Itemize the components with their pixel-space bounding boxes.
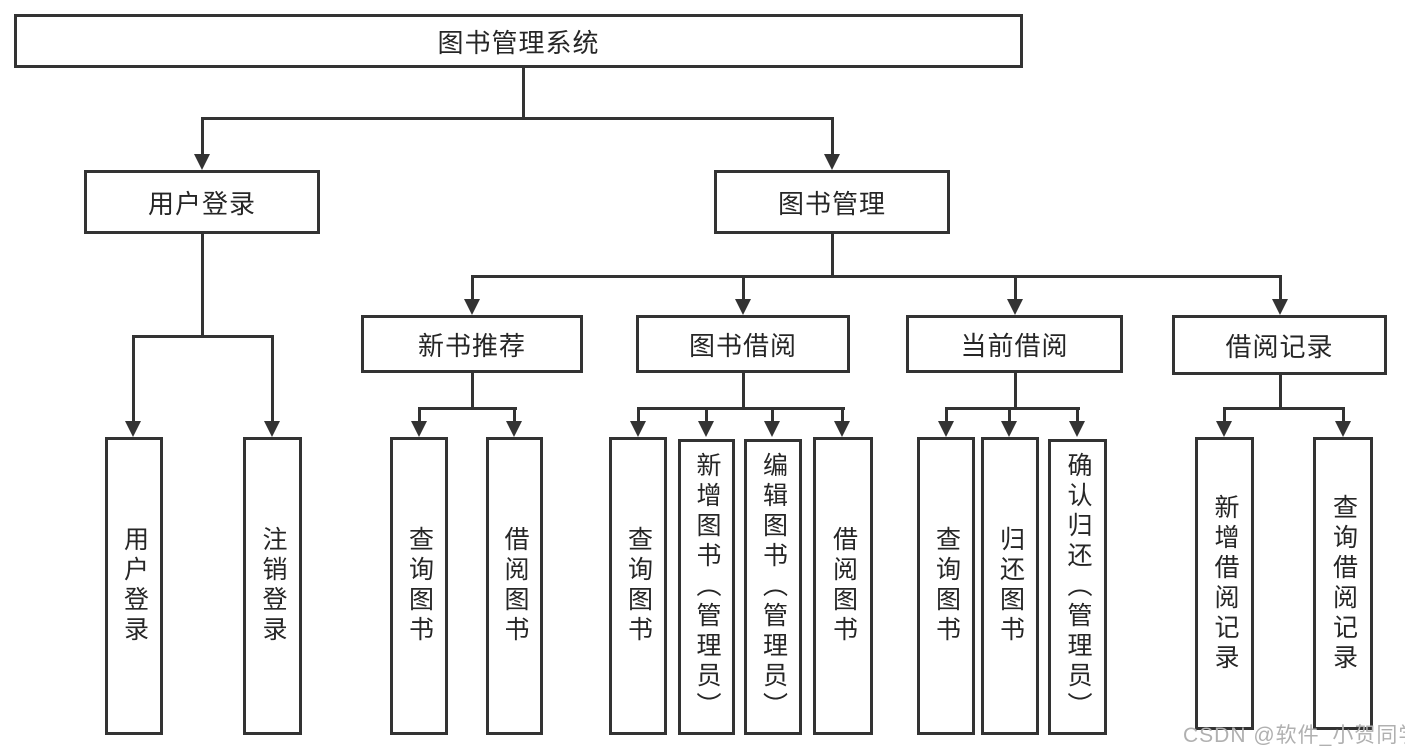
node-new-book-recommend-label: 新书推荐 — [417, 330, 526, 361]
node-library-system: 图书管理系统 — [14, 14, 1023, 68]
connector-line — [831, 117, 834, 154]
connector-line — [945, 407, 948, 421]
node-book-borrow-label: 图书借阅 — [688, 330, 797, 361]
leaf-borrow-books-recommend-label: 借阅图书 — [501, 526, 529, 646]
connector-line — [471, 275, 1282, 278]
connector-line — [418, 407, 421, 421]
connector-line — [1008, 407, 1011, 421]
arrowhead-icon — [125, 421, 141, 437]
arrowhead-icon — [938, 421, 954, 437]
arrowhead-icon — [411, 421, 427, 437]
watermark-text: CSDN @软件_小贺同学 — [1183, 724, 1405, 747]
leaf-logout: 注销登录 — [243, 437, 302, 735]
leaf-confirm-return-admin-label: 确认归还（管理员） — [1064, 452, 1092, 722]
node-user-login-label: 用户登录 — [147, 188, 256, 219]
arrowhead-icon — [1007, 299, 1023, 315]
leaf-borrow-books-borrow: 借阅图书 — [813, 437, 873, 735]
leaf-query-books-current-label: 查询图书 — [932, 526, 961, 646]
leaf-borrow-books-borrow-label: 借阅图书 — [829, 526, 858, 646]
connector-line — [201, 234, 204, 338]
leaf-add-book-admin: 新增图书（管理员） — [678, 439, 735, 735]
connector-line — [742, 373, 745, 410]
node-borrow-records: 借阅记录 — [1172, 315, 1387, 375]
node-book-management-label: 图书管理 — [777, 188, 886, 219]
connector-line — [1279, 275, 1282, 299]
arrowhead-icon — [1001, 421, 1017, 437]
connector-line — [1279, 375, 1282, 410]
arrowhead-icon — [506, 421, 522, 437]
leaf-edit-book-admin-label: 编辑图书（管理员） — [759, 452, 788, 722]
connector-line — [1014, 373, 1017, 410]
leaf-user-login-label: 用户登录 — [120, 526, 149, 646]
arrowhead-icon — [1069, 421, 1085, 437]
arrowhead-icon — [630, 421, 646, 437]
connector-line — [1342, 407, 1345, 421]
arrowhead-icon — [1335, 421, 1351, 437]
connector-line — [201, 117, 834, 120]
connector-line — [471, 275, 474, 299]
leaf-edit-book-admin: 编辑图书（管理员） — [744, 439, 802, 735]
leaf-query-borrow-record: 查询借阅记录 — [1313, 437, 1373, 730]
node-current-borrow: 当前借阅 — [906, 315, 1123, 373]
leaf-query-borrow-record-label: 查询借阅记录 — [1329, 493, 1358, 674]
connector-line — [522, 68, 525, 120]
connector-line — [1076, 407, 1079, 421]
node-library-system-label: 图书管理系统 — [437, 27, 600, 58]
connector-line — [771, 407, 774, 421]
node-book-borrow: 图书借阅 — [636, 315, 850, 373]
connector-line — [132, 335, 135, 421]
leaf-add-borrow-record: 新增借阅记录 — [1195, 437, 1254, 730]
leaf-query-books-recommend: 查询图书 — [390, 437, 448, 735]
arrowhead-icon — [1216, 421, 1232, 437]
connector-line — [841, 407, 844, 421]
leaf-return-book: 归还图书 — [981, 437, 1039, 735]
node-borrow-records-label: 借阅记录 — [1225, 331, 1334, 362]
connector-line — [201, 117, 204, 154]
node-book-management: 图书管理 — [714, 170, 950, 234]
connector-line — [1223, 407, 1226, 421]
leaf-confirm-return-admin: 确认归还（管理员） — [1048, 439, 1107, 735]
connector-line — [705, 407, 708, 421]
connector-line — [418, 407, 517, 410]
leaf-user-login: 用户登录 — [105, 437, 163, 735]
node-user-login: 用户登录 — [84, 170, 320, 234]
node-current-borrow-label: 当前借阅 — [960, 330, 1069, 361]
connector-line — [742, 275, 745, 299]
connector-line — [1223, 407, 1345, 410]
connector-line — [637, 407, 845, 410]
leaf-logout-label: 注销登录 — [259, 526, 287, 646]
connector-line — [637, 407, 640, 421]
arrowhead-icon — [764, 421, 780, 437]
connector-line — [132, 335, 274, 338]
connector-line — [831, 234, 834, 278]
arrowhead-icon — [264, 421, 280, 437]
leaf-borrow-books-recommend: 借阅图书 — [486, 437, 543, 735]
leaf-add-borrow-record-label: 新增借阅记录 — [1211, 493, 1239, 674]
arrowhead-icon — [698, 421, 714, 437]
leaf-return-book-label: 归还图书 — [996, 526, 1025, 646]
connector-line — [471, 373, 474, 410]
arrowhead-icon — [834, 421, 850, 437]
leaf-query-books-current: 查询图书 — [917, 437, 975, 735]
leaf-query-books-recommend-label: 查询图书 — [405, 526, 434, 646]
connector-line — [1014, 275, 1017, 299]
arrowhead-icon — [194, 154, 210, 170]
arrowhead-icon — [735, 299, 751, 315]
arrowhead-icon — [464, 299, 480, 315]
leaf-query-books-borrow-label: 查询图书 — [624, 526, 653, 646]
arrowhead-icon — [1272, 299, 1288, 315]
leaf-add-book-admin-label: 新增图书（管理员） — [693, 452, 721, 722]
leaf-query-books-borrow: 查询图书 — [609, 437, 667, 735]
connector-line — [945, 407, 1080, 410]
connector-line — [513, 407, 516, 421]
connector-line — [271, 335, 274, 421]
arrowhead-icon — [824, 154, 840, 170]
node-new-book-recommend: 新书推荐 — [361, 315, 583, 373]
